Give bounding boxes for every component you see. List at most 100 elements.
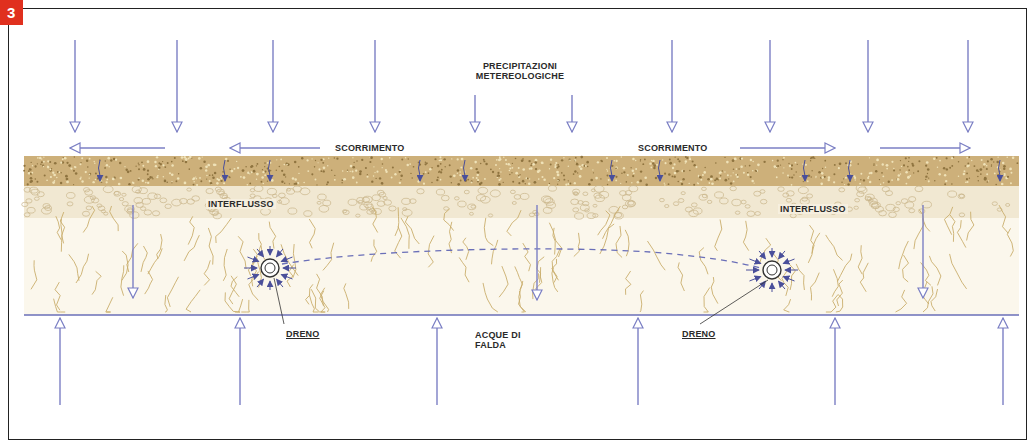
pebble bbox=[622, 195, 630, 201]
soil-grain bbox=[47, 166, 50, 169]
soil-grain bbox=[606, 157, 608, 159]
soil-grain bbox=[518, 167, 520, 169]
soil-grain bbox=[873, 165, 874, 166]
soil-grain bbox=[281, 170, 283, 172]
soil-grain bbox=[371, 180, 373, 182]
soil-grain bbox=[457, 173, 458, 174]
soil-grain bbox=[298, 166, 300, 168]
soil-grain bbox=[548, 184, 550, 186]
soil-grain bbox=[869, 181, 871, 183]
soil-grain bbox=[627, 174, 629, 176]
soil-grain bbox=[509, 170, 511, 172]
root-crack bbox=[552, 259, 557, 283]
soil-grain bbox=[577, 172, 578, 173]
pebble bbox=[363, 196, 372, 203]
soil-grain bbox=[86, 160, 89, 163]
drain-pipe-inner bbox=[265, 263, 275, 273]
soil-grain bbox=[565, 184, 567, 186]
pebble bbox=[512, 202, 516, 205]
pebble bbox=[992, 202, 997, 206]
root-crack bbox=[204, 260, 210, 285]
soil-grain bbox=[752, 161, 753, 162]
soil-grain bbox=[196, 178, 197, 179]
soil-grain bbox=[320, 170, 322, 172]
soil-grain bbox=[782, 159, 783, 160]
soil-grain bbox=[31, 172, 33, 174]
soil-grain bbox=[399, 169, 401, 171]
soil-grain bbox=[911, 163, 913, 165]
soil-grain bbox=[425, 162, 426, 163]
soil-grain bbox=[1003, 173, 1005, 175]
soil-grain bbox=[791, 164, 793, 166]
soil-grain bbox=[745, 165, 746, 166]
soil-grain bbox=[237, 167, 239, 169]
soil-grain bbox=[669, 162, 672, 165]
inflow-arrow bbox=[783, 259, 794, 264]
pebble bbox=[665, 205, 669, 208]
soil-grain bbox=[600, 160, 602, 162]
soil-grain bbox=[392, 166, 394, 168]
root-crack bbox=[371, 239, 377, 261]
soil-grain bbox=[145, 182, 147, 184]
soil-grain bbox=[934, 180, 935, 181]
soil-grain bbox=[541, 161, 544, 164]
soil-grain bbox=[653, 164, 656, 167]
soil-grain bbox=[821, 176, 823, 178]
root-crack bbox=[309, 219, 315, 248]
root-crack bbox=[320, 291, 326, 312]
pebble bbox=[715, 192, 724, 198]
soil-grain bbox=[37, 163, 38, 164]
soil-grain bbox=[276, 159, 277, 160]
soil-grain bbox=[192, 178, 194, 180]
rain-arrow bbox=[769, 40, 770, 132]
soil-grain bbox=[841, 182, 842, 183]
soil-grain bbox=[966, 181, 968, 183]
soil-grain bbox=[553, 177, 555, 179]
soil-grain bbox=[727, 174, 729, 176]
soil-grain bbox=[327, 181, 329, 183]
soil-grain bbox=[733, 172, 734, 173]
soil-grain bbox=[262, 171, 264, 173]
soil-grain bbox=[656, 164, 658, 166]
root-crack bbox=[141, 246, 147, 272]
pebble bbox=[91, 198, 98, 203]
soil-grain bbox=[789, 177, 791, 179]
pebble bbox=[571, 199, 579, 205]
root-crack bbox=[309, 295, 318, 312]
soil-grain bbox=[160, 163, 162, 165]
soil-grain bbox=[443, 158, 445, 160]
soil-grain bbox=[651, 160, 652, 161]
soil-grain bbox=[719, 171, 721, 173]
soil-grain bbox=[374, 172, 375, 173]
soil-grain bbox=[664, 184, 665, 185]
soil-grain bbox=[328, 157, 329, 158]
pebble bbox=[98, 206, 105, 211]
root-crack bbox=[56, 216, 61, 240]
soil-grain bbox=[41, 161, 43, 163]
soil-grain bbox=[1012, 157, 1014, 159]
pebble bbox=[468, 204, 476, 210]
soil-grain bbox=[531, 163, 532, 164]
soil-grain bbox=[505, 163, 507, 165]
drain-pipe bbox=[261, 259, 279, 277]
soil-grain bbox=[590, 179, 593, 182]
seepage-arrow bbox=[99, 160, 101, 181]
soil-grain bbox=[983, 166, 984, 167]
soil-grain bbox=[138, 177, 140, 179]
root-crack bbox=[914, 218, 924, 249]
soil-grain bbox=[927, 168, 930, 171]
soil-grain bbox=[652, 162, 654, 164]
soil-grain bbox=[256, 178, 257, 179]
soil-grain bbox=[52, 181, 55, 184]
water-table bbox=[24, 314, 1019, 316]
soil-grain bbox=[280, 159, 282, 161]
soil-grain bbox=[250, 166, 252, 168]
soil-grain bbox=[677, 181, 679, 183]
soil-grain bbox=[787, 175, 789, 177]
soil-grain bbox=[556, 171, 559, 174]
soil-grain bbox=[675, 157, 676, 158]
soil-grain bbox=[453, 174, 456, 177]
soil-grain bbox=[986, 173, 988, 175]
soil-grain bbox=[306, 159, 308, 161]
soil-grain bbox=[438, 171, 440, 173]
